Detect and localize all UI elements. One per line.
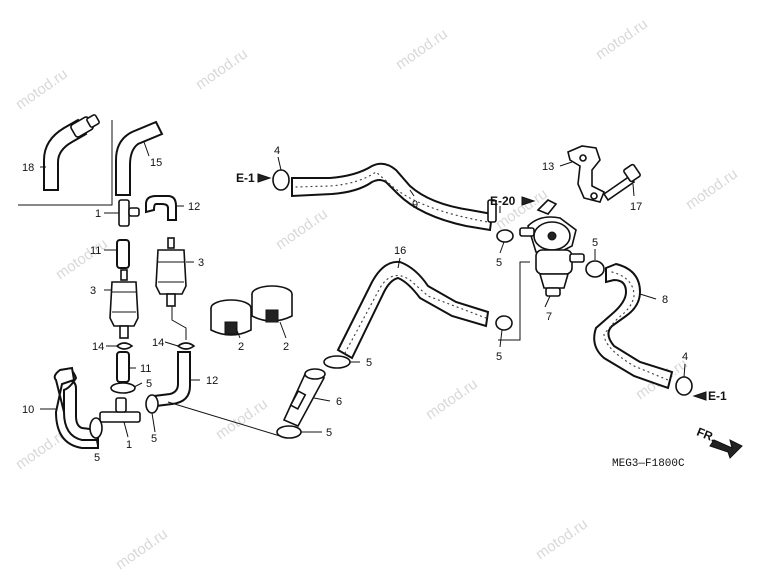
callout-5: 5 [496, 257, 502, 269]
callout-2: 2 [283, 341, 289, 353]
callout-2: 2 [238, 341, 244, 353]
callout-5: 5 [496, 351, 502, 363]
callout-8: 8 [662, 294, 668, 306]
clamp-5-g [496, 229, 514, 243]
ref-e1-left: E-1 [236, 171, 272, 185]
ref-e1-right: E-1 [692, 389, 727, 403]
callout-12: 12 [188, 201, 200, 213]
fuel-filter-3-left [109, 269, 139, 339]
front-arrow-label: FR. [695, 425, 718, 445]
hose-8 [593, 262, 674, 390]
band-2-right [251, 285, 293, 323]
callout-7: 7 [546, 311, 552, 323]
callout-5: 5 [366, 357, 372, 369]
hose-9-stub [487, 199, 497, 223]
watermark: motod.ru [593, 15, 651, 63]
callout-3: 3 [90, 285, 96, 297]
callout-5: 5 [151, 433, 157, 445]
watermark: motod.ru [13, 65, 71, 113]
bolt-17 [602, 163, 641, 202]
callout-15: 15 [150, 157, 162, 169]
hose-15 [115, 120, 164, 196]
clamp-4-right [675, 376, 693, 396]
callout-labels: 18 15 1 12 11 3 3 14 11 5 14 12 10 5 1 5… [22, 145, 688, 464]
fitting-6 [282, 368, 326, 428]
watermark: motod.ru [113, 525, 171, 573]
hose-12-lower [152, 351, 191, 408]
callout-5: 5 [146, 378, 152, 390]
hose-9 [291, 162, 494, 232]
diagram-code: MEG3—F1800C [612, 458, 685, 470]
watermark: motod.ru [273, 205, 331, 253]
callout-5: 5 [592, 237, 598, 249]
front-arrow: FR. [695, 425, 743, 459]
clamp-5-h [585, 260, 605, 278]
clamp-5-b [89, 417, 103, 439]
callout-1: 1 [126, 439, 132, 451]
band-2-left [210, 299, 252, 336]
clamp-4-left [272, 169, 290, 191]
callout-13: 13 [542, 161, 554, 173]
ref-e20: E-20 [490, 194, 536, 208]
callout-11: 11 [90, 245, 101, 257]
watermark: motod.ru [193, 45, 251, 93]
callout-1: 1 [95, 208, 101, 220]
watermark: motod.ru [393, 25, 451, 73]
leader-lines [40, 141, 686, 449]
valve-7 [519, 199, 585, 297]
leader-12-to-5 [167, 401, 281, 437]
callout-16: 16 [394, 245, 406, 257]
leader-filter-right [171, 306, 187, 340]
hose-12-upper [145, 195, 177, 221]
inset-frame [18, 120, 113, 206]
callout-6: 6 [336, 396, 342, 408]
ref-e1-left-label: E-1 [236, 171, 255, 185]
fuel-filter-3-right [155, 237, 187, 307]
watermark: motod.ru [533, 515, 591, 563]
tube-11-lower [116, 351, 130, 383]
watermark: motod.ru [423, 375, 481, 423]
clamp-5-e [276, 425, 302, 439]
callout-4: 4 [274, 145, 280, 157]
callout-14: 14 [92, 341, 104, 353]
tube-11-upper [116, 239, 130, 269]
callout-9: 9 [412, 199, 418, 211]
callout-18: 18 [22, 162, 34, 174]
callout-14: 14 [152, 337, 164, 349]
callout-10: 10 [22, 404, 34, 416]
callout-17: 17 [630, 201, 642, 213]
callout-5: 5 [94, 452, 100, 464]
clamp-5-d [323, 355, 351, 369]
callout-11: 11 [140, 363, 151, 375]
ref-e1-right-label: E-1 [708, 389, 727, 403]
ref-e20-label: E-20 [490, 194, 516, 208]
clamp-5-c [145, 394, 159, 414]
hose-10 [53, 366, 99, 449]
hose-18 [43, 114, 100, 191]
bracket-13 [567, 145, 606, 203]
callout-12: 12 [206, 375, 218, 387]
callout-5: 5 [326, 427, 332, 439]
hose-16 [336, 260, 490, 360]
watermark: motod.ru [53, 235, 111, 283]
leader-valve-7 [498, 261, 530, 341]
clip-14-left [115, 342, 134, 350]
t-joint-1-lower [99, 397, 141, 423]
clip-14-right [176, 342, 196, 350]
callout-3: 3 [198, 257, 204, 269]
callout-4: 4 [682, 351, 688, 363]
t-joint-1-upper [118, 199, 140, 227]
watermark: motod.ru [213, 395, 271, 443]
clamp-5-f [495, 315, 513, 331]
clamp-5-a [110, 382, 136, 394]
watermark: motod.ru [683, 165, 741, 213]
